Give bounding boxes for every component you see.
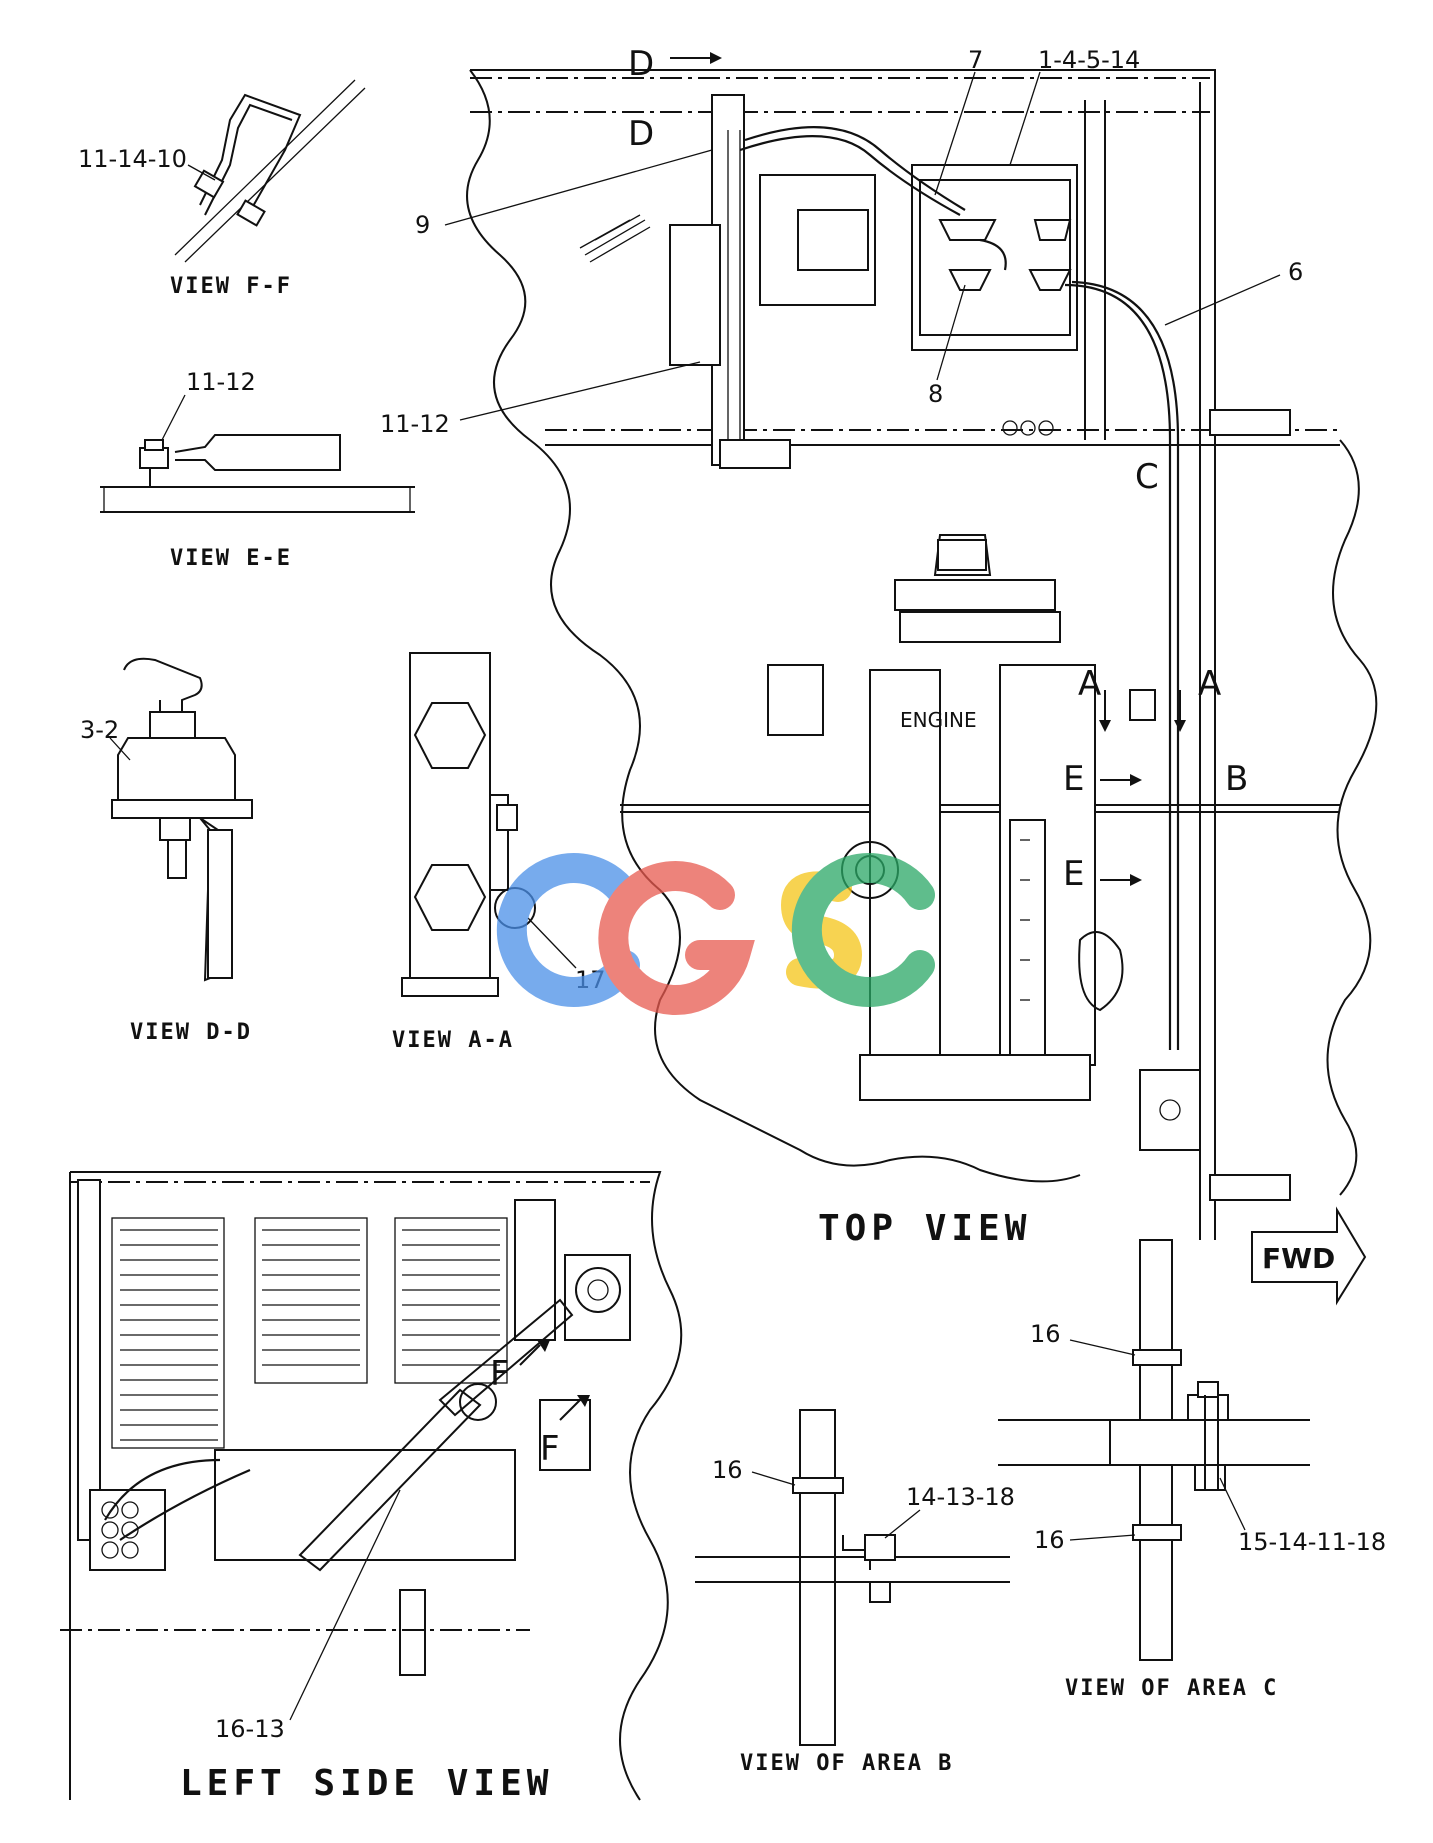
- section-a-right: A: [1198, 664, 1221, 704]
- caption-left-side-view: LEFT SIDE VIEW: [180, 1763, 553, 1804]
- section-d-top: D: [628, 44, 654, 84]
- section-b: B: [1225, 759, 1248, 799]
- callout-1-4-5-14: 1-4-5-14: [1038, 46, 1140, 74]
- callout-7: 7: [968, 46, 983, 74]
- section-a-left: A: [1078, 664, 1101, 704]
- view-area-b: [695, 1409, 1010, 1746]
- callout-11-12: 11-12: [380, 410, 450, 438]
- section-e-bottom: E: [1063, 854, 1084, 894]
- view-ff: [174, 79, 366, 263]
- caption-fwd: FWD: [1262, 1242, 1335, 1275]
- view-dd: [111, 657, 253, 982]
- callout-16-13: 16-13: [215, 1715, 285, 1743]
- left-side-view: [60, 1171, 683, 1801]
- section-d-bottom: D: [628, 114, 654, 154]
- callout-11-14-10: 11-14-10: [78, 145, 187, 173]
- caption-view-ee: VIEW E-E: [170, 546, 292, 571]
- caption-view-ff: VIEW F-F: [170, 274, 292, 299]
- caption-view-aa: VIEW A-A: [392, 1028, 514, 1053]
- callout-3-2: 3-2: [80, 716, 119, 744]
- callout-16-c: 16: [1034, 1526, 1065, 1554]
- callout-14-13-18: 14-13-18: [906, 1483, 1015, 1511]
- callout-9: 9: [415, 211, 430, 239]
- callout-8: 8: [928, 380, 943, 408]
- section-f-top: F: [490, 1354, 510, 1394]
- top-view: [466, 52, 1378, 1306]
- callout-16-a: 16: [1030, 1320, 1061, 1348]
- caption-view-dd: VIEW D-D: [130, 1020, 252, 1045]
- section-e-top: E: [1063, 759, 1084, 799]
- view-aa: [401, 652, 536, 997]
- view-ee: [100, 434, 415, 513]
- caption-top-view: TOP VIEW: [818, 1208, 1031, 1249]
- caption-engine: ENGINE: [900, 708, 977, 732]
- section-f-bottom: F: [540, 1429, 560, 1469]
- section-c: C: [1135, 457, 1159, 497]
- watermark: [496, 853, 935, 1015]
- callout-11-12-top: 11-12: [186, 368, 256, 396]
- caption-view-area-c: VIEW OF AREA C: [1065, 1676, 1278, 1701]
- callout-6: 6: [1288, 258, 1303, 286]
- caption-view-area-b: VIEW OF AREA B: [740, 1751, 953, 1776]
- callout-15-14-11-18: 15-14-11-18: [1238, 1528, 1386, 1556]
- view-area-c: [998, 1239, 1310, 1661]
- callout-16-b: 16: [712, 1456, 743, 1484]
